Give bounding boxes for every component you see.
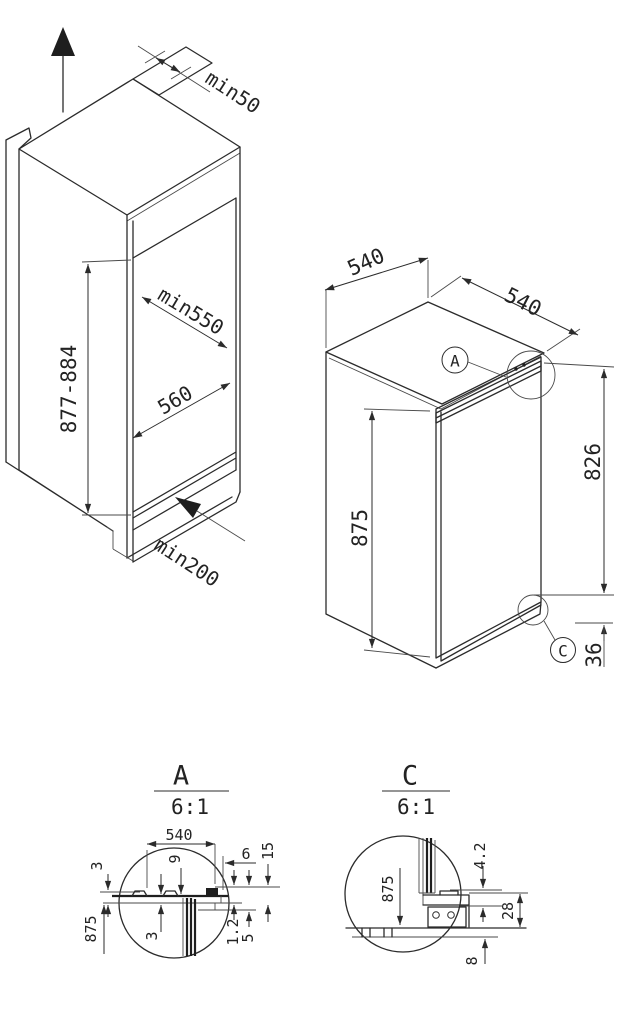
up-arrow-icon: [51, 27, 75, 56]
detail-c-target-circle: [517, 594, 549, 626]
detail-a-title: A: [173, 761, 189, 792]
niche-top-face: [18, 78, 241, 216]
detail-a-dim-540: 540: [165, 826, 192, 844]
appliance-left-face: [325, 351, 437, 669]
screw-head: [206, 888, 218, 895]
detail-a-dim-5: 5: [239, 933, 257, 942]
detail-c-circle: [344, 835, 462, 953]
niche-rear-spacer: [132, 46, 213, 96]
detail-a-dim-15: 15: [259, 842, 277, 860]
dim-min200: min200: [150, 532, 224, 591]
dim-height-range: 877-884: [57, 345, 81, 434]
detail-a-view: A 6:1 540 3 875 9 3: [82, 761, 280, 959]
bracket-hole: [432, 911, 440, 919]
detail-c-view: C 6:1 875 4.2 28 8: [344, 761, 528, 966]
bottom-bracket: [422, 894, 470, 928]
niche-opening: [132, 197, 237, 519]
detail-c-scale: 6:1: [397, 795, 435, 819]
callout-c-label: C: [558, 642, 568, 661]
detail-a-dim-3-top: 3: [88, 861, 106, 870]
appliance-door: [435, 356, 542, 669]
dim-right-height: 826: [581, 443, 605, 481]
detail-a-dim-6: 6: [241, 845, 250, 863]
detail-a-dim-875: 875: [82, 915, 100, 942]
appliance-top-face: [325, 301, 545, 405]
detail-c-title: C: [402, 761, 418, 792]
callout-c-circle: [550, 637, 576, 663]
detail-a-target-circle: [506, 350, 556, 400]
detail-c-dim-875: 875: [379, 875, 397, 902]
detail-a-dim-1-2: 1.2: [224, 918, 242, 945]
dim-bottom-offset: 36: [582, 642, 606, 667]
niche-side-panel: [5, 127, 32, 471]
dim-top-depth: 540: [344, 243, 388, 280]
callout-a-label: A: [450, 352, 460, 371]
callout-a-circle: [441, 346, 469, 374]
bracket-hole: [447, 911, 455, 919]
appliance-view: A C 540 540 875 826 36: [324, 243, 615, 669]
detail-a-dim-9: 9: [166, 854, 184, 863]
detail-c-dim-8: 8: [463, 956, 481, 965]
detail-a-dim-3-inner: 3: [143, 931, 161, 940]
detail-c-dim-28: 28: [499, 902, 517, 920]
detail-c-dim-4-2: 4.2: [471, 842, 489, 869]
detail-a-scale: 6:1: [171, 795, 209, 819]
niche-view: min50 min200 877-884 min550 560: [5, 27, 265, 592]
appliance-top-rail: [435, 360, 542, 424]
adjustable-foot: [361, 927, 393, 938]
dim-door-height: 875: [348, 509, 372, 547]
dim-width: 560: [153, 381, 196, 420]
dim-min50: min50: [201, 66, 265, 119]
vent-arrow-icon: [175, 497, 201, 518]
